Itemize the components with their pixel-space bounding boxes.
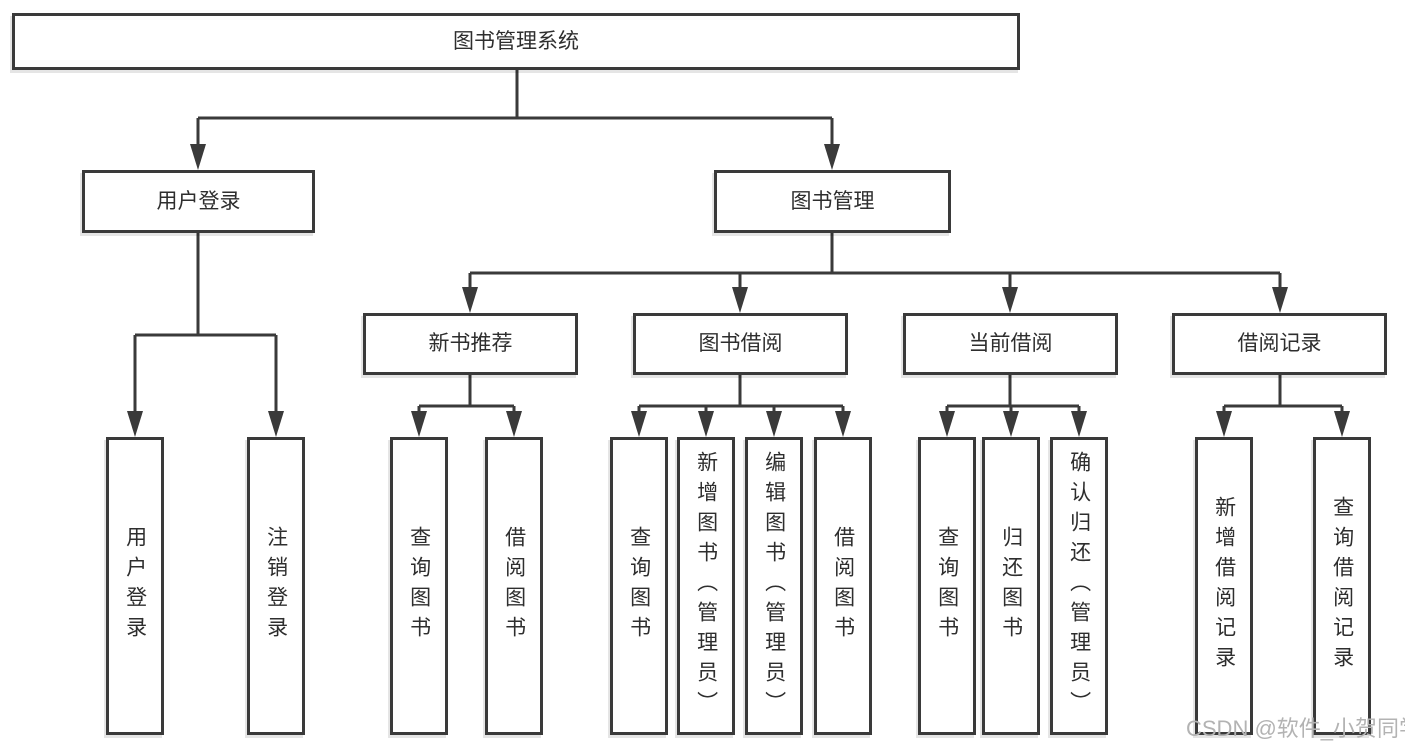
node-book-borrowing: 图书借阅: [633, 313, 848, 375]
arrowheads: [127, 144, 1350, 437]
node-recommend-query-books: 查询图书: [390, 437, 448, 735]
node-records-add-record: 新增借阅记录: [1195, 437, 1253, 735]
node-recommend-borrow-books: 借阅图书: [485, 437, 543, 735]
node-root: 图书管理系统: [12, 13, 1020, 70]
node-new-book-recommend: 新书推荐: [363, 313, 578, 375]
node-borrowing-add-books-admin: 新增图书（管理员）: [677, 437, 735, 735]
node-borrowing-query-books: 查询图书: [610, 437, 668, 735]
node-records-query-record: 查询借阅记录: [1313, 437, 1371, 735]
node-borrowing-edit-books-admin: 编辑图书（管理员）: [745, 437, 803, 735]
node-leaf-logout: 注销登录: [247, 437, 305, 735]
node-current-borrowing: 当前借阅: [903, 313, 1118, 375]
node-user-login: 用户登录: [82, 170, 315, 233]
node-book-management: 图书管理: [714, 170, 951, 233]
node-borrowing-borrow-books: 借阅图书: [814, 437, 872, 735]
watermark: CSDN @软件_小贺同学: [1186, 716, 1405, 741]
node-leaf-user-login: 用户登录: [106, 437, 164, 735]
node-current-confirm-return-admin: 确认归还（管理员）: [1050, 437, 1108, 735]
node-current-query-books: 查询图书: [918, 437, 976, 735]
node-current-return-books: 归还图书: [982, 437, 1040, 735]
node-borrowing-records: 借阅记录: [1172, 313, 1387, 375]
